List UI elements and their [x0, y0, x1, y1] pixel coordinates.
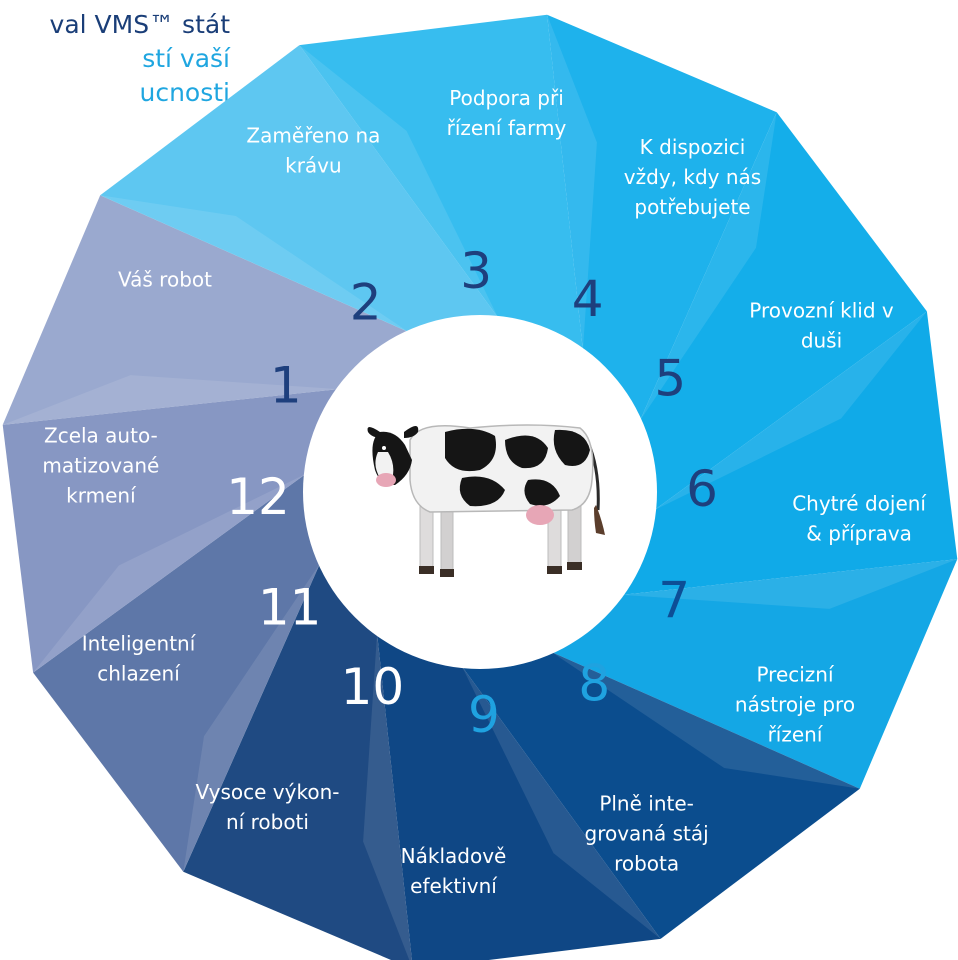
headline-line-2: stí vaší [142, 44, 230, 73]
segment-fold-8 [551, 651, 860, 789]
segment-fold-12 [33, 473, 306, 673]
segment-number-1: 1 [270, 356, 302, 414]
segment-fold-2 [100, 195, 409, 333]
segment-fold-1 [2, 375, 339, 425]
cow-image [367, 424, 605, 577]
segment-12 [2, 389, 339, 673]
segment-fold-7 [621, 559, 958, 609]
headline-line-3: ucnosti [139, 78, 230, 107]
segment-fold-9 [461, 666, 661, 939]
segment-3 [299, 14, 583, 351]
segment-label-10: Vysoce výkon-ní roboti [196, 780, 340, 834]
segment-number-8: 8 [578, 654, 610, 712]
segment-6 [621, 311, 958, 595]
headline-line-1: val VMS™ stát [49, 10, 230, 39]
segment-number-11: 11 [258, 578, 322, 636]
segment-fold-5 [639, 112, 777, 421]
segment-label-1: Váš robot [118, 268, 212, 292]
segment-7 [551, 559, 958, 789]
segment-9 [377, 633, 661, 960]
segment-fold-6 [654, 311, 927, 511]
segment-11 [33, 473, 321, 872]
segment-number-10: 10 [341, 658, 405, 716]
segment-number-6: 6 [686, 460, 718, 518]
segment-number-5: 5 [654, 350, 686, 408]
segment-fold-3 [299, 45, 499, 318]
segment-number-12: 12 [226, 468, 290, 526]
segment-label-6: Chytré dojení& příprava [792, 492, 927, 546]
segment-number-3: 3 [460, 242, 492, 300]
segment-fold-10 [363, 633, 412, 960]
segment-fold-11 [183, 563, 321, 872]
segment-number-9: 9 [468, 686, 500, 744]
segment-number-4: 4 [572, 270, 604, 328]
segment-5 [639, 112, 927, 511]
segment-number-2: 2 [350, 274, 382, 332]
segment-fold-4 [547, 14, 597, 351]
segment-number-7: 7 [658, 572, 690, 630]
headline: val VMS™ stát stí vaší ucnosti [0, 8, 230, 110]
segment-10 [183, 563, 412, 960]
wheel-segments [2, 14, 958, 960]
segment-8 [461, 651, 860, 939]
segment-shading [2, 14, 958, 960]
segment-4 [547, 14, 777, 421]
segment-2 [100, 45, 499, 333]
segment-1 [2, 195, 409, 425]
